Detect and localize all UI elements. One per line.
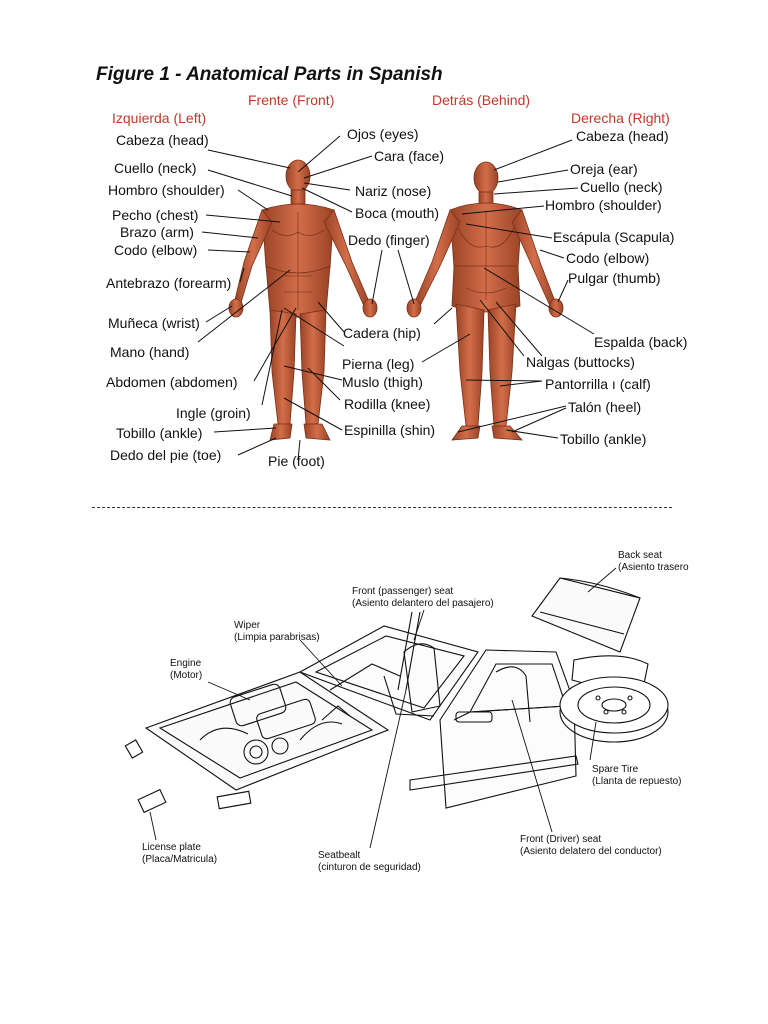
header-right: Derecha (Right) [571, 110, 670, 126]
label-front-head: Cabeza (head) [116, 132, 209, 148]
label-front-driver-seat: Front (Driver) seat (Asiento delatero de… [520, 834, 662, 857]
label-back-neck: Cuello (neck) [580, 179, 663, 195]
label-knee: Rodilla (knee) [344, 396, 431, 412]
back-muscle-detail [457, 210, 515, 300]
label-seatbelt: Seatbealt (cinturon de seguridad) [318, 850, 421, 873]
car-leader-lines [149, 567, 617, 849]
label-back-scapula: Escápula (Scapula) [553, 229, 675, 245]
label-front-groin: Ingle (groin) [176, 405, 251, 421]
label-front-forearm: Antebrazo (forearm) [106, 275, 232, 291]
label-mouth: Boca (mouth) [355, 205, 440, 221]
label-back-buttocks: Nalgas (buttocks) [526, 354, 635, 370]
label-leg: Pierna (leg) [342, 356, 415, 372]
label-front-passenger-seat: Front (passenger) seat (Asiento delanter… [352, 586, 494, 609]
label-back-ear: Oreja (ear) [570, 161, 638, 177]
label-engine: Engine (Motor) [170, 658, 203, 681]
label-back-head: Cabeza (head) [576, 128, 669, 144]
label-front-abdomen: Abdomen (abdomen) [106, 374, 238, 390]
label-finger: Dedo (finger) [348, 232, 430, 248]
figure-title: Figure 1 - Anatomical Parts in Spanish [96, 64, 443, 85]
anatomy-leader-lines [197, 135, 595, 461]
label-front-neck: Cuello (neck) [114, 160, 197, 176]
label-wiper: Wiper (Limpia parabrisas) [234, 620, 320, 643]
label-thigh: Muslo (thigh) [342, 374, 423, 390]
label-front-ankle: Tobillo (ankle) [116, 425, 203, 441]
label-front-toe: Dedo del pie (toe) [110, 447, 222, 463]
label-front-chest: Pecho (chest) [112, 207, 199, 223]
label-front-shoulder: Hombro (shoulder) [108, 182, 225, 198]
label-front-wrist: Muñeca (wrist) [108, 315, 200, 331]
label-front-elbow: Codo (elbow) [114, 242, 198, 258]
label-eyes: Ojos (eyes) [347, 126, 419, 142]
label-face: Cara (face) [374, 148, 445, 164]
label-back-elbow: Codo (elbow) [566, 250, 650, 266]
label-back-thumb: Pulgar (thumb) [568, 270, 661, 286]
header-left: Izquierda (Left) [112, 110, 207, 126]
label-nose: Nariz (nose) [355, 183, 432, 199]
front-muscle-detail [271, 212, 325, 310]
label-front-arm: Brazo (arm) [120, 224, 194, 240]
label-license-plate: License plate (Placa/Matricula) [142, 842, 218, 865]
label-spare-tire: Spare Tire (Llanta de repuesto) [592, 764, 682, 787]
label-back-back: Espalda (back) [594, 334, 688, 350]
label-back-calf: Pantorrilla ı (calf) [545, 376, 651, 392]
header-front: Frente (Front) [248, 92, 335, 108]
car-line-art [124, 577, 669, 814]
label-back-ankle: Tobillo (ankle) [560, 431, 647, 447]
label-front-foot: Pie (foot) [268, 453, 325, 469]
section-divider [92, 507, 672, 508]
label-back-seat: Back seat (Asiento trasero [618, 550, 689, 573]
header-behind: Detrás (Behind) [432, 92, 531, 108]
label-front-hand: Mano (hand) [110, 344, 190, 360]
label-hip: Cadera (hip) [343, 325, 421, 341]
label-back-heel: Talón (heel) [568, 399, 642, 415]
label-back-shoulder: Hombro (shoulder) [545, 197, 662, 213]
label-shin: Espinilla (shin) [344, 422, 436, 438]
